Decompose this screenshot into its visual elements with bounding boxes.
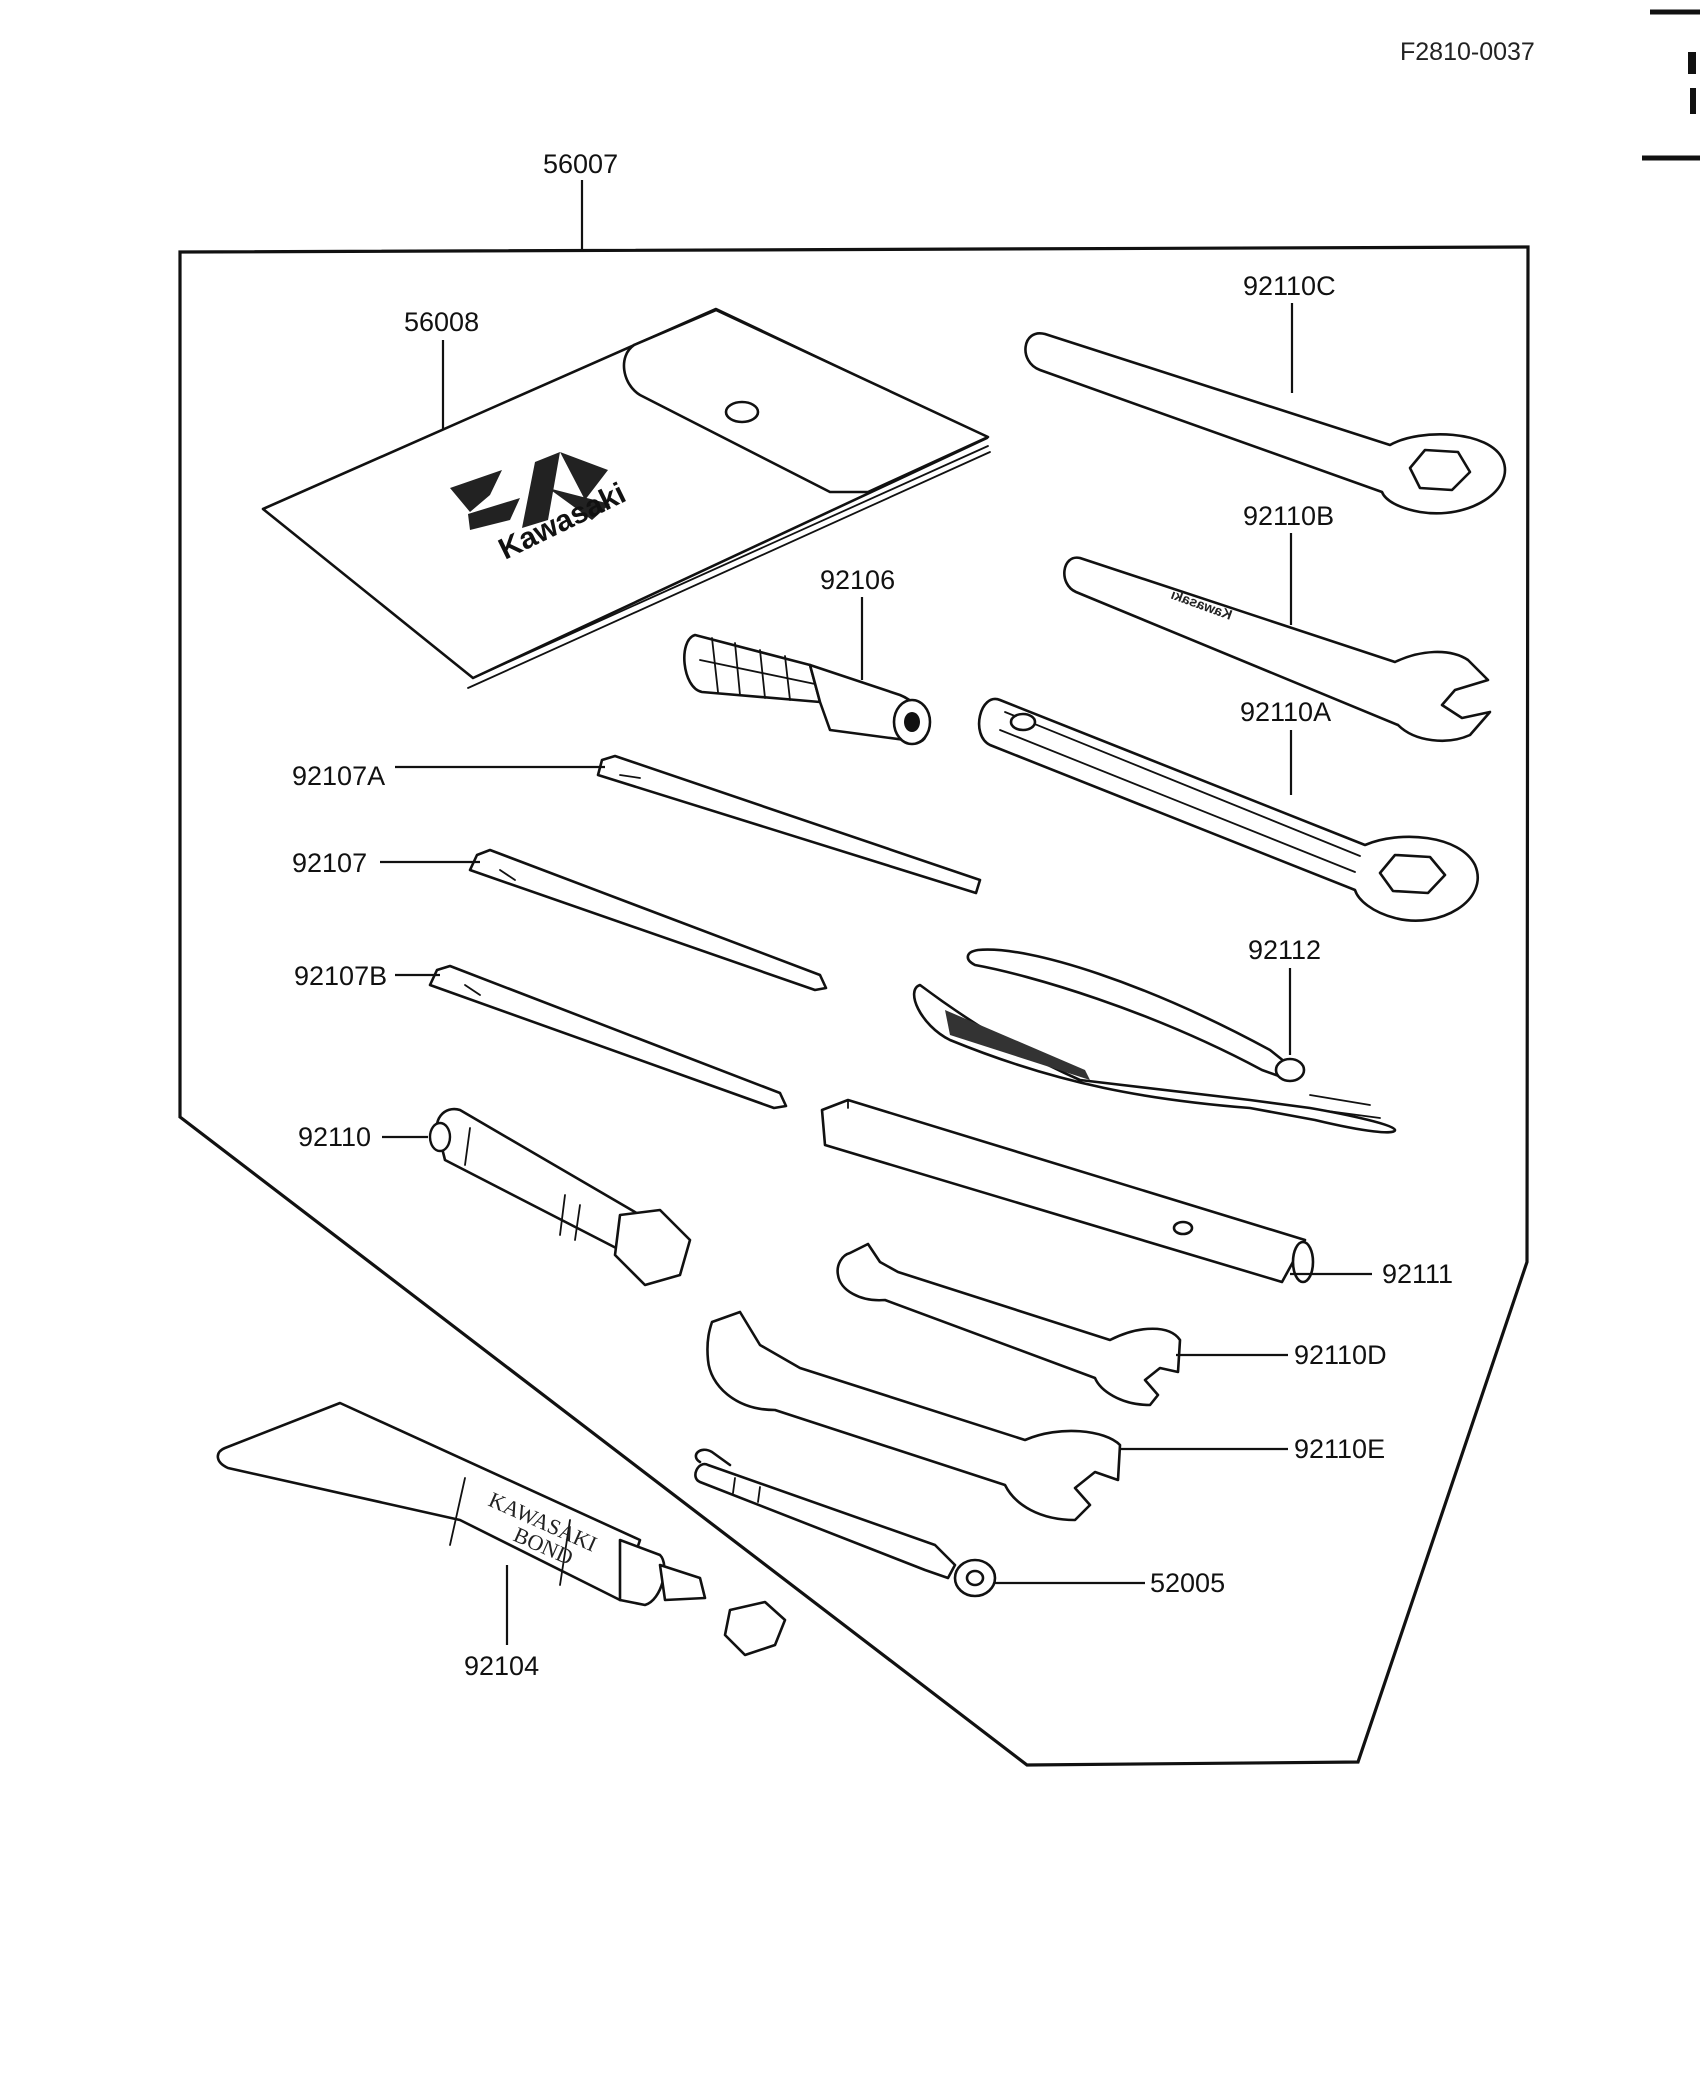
part-label-92106: 92106 bbox=[820, 565, 895, 595]
part-label-92111: 92111 bbox=[1382, 1259, 1453, 1289]
screwdriver-92107a-drawing bbox=[596, 754, 982, 895]
spark-plug-wrench-92110-drawing bbox=[428, 1107, 692, 1287]
screwdriver-92107b-drawing bbox=[428, 964, 788, 1110]
callout-92107a: 92107A bbox=[292, 761, 605, 791]
socket-adapter-92106-drawing bbox=[683, 633, 932, 746]
callout-92107b: 92107B bbox=[294, 961, 440, 991]
document-code: F2810-0037 bbox=[1400, 38, 1535, 66]
part-label-92107: 92107 bbox=[292, 848, 367, 878]
callout-52005: 52005 bbox=[995, 1568, 1225, 1598]
callout-92111: 92111 bbox=[1290, 1259, 1453, 1289]
pliers-92112-drawing bbox=[912, 948, 1397, 1134]
part-label-56008: 56008 bbox=[404, 307, 479, 337]
handle-rod-52005-drawing bbox=[694, 1448, 997, 1598]
callout-92110a: 92110A bbox=[1240, 697, 1331, 795]
part-label-52005: 52005 bbox=[1150, 1568, 1225, 1598]
screwdriver-92107-drawing bbox=[468, 848, 828, 992]
part-label-92110b: 92110B bbox=[1243, 501, 1334, 531]
callout-92110b: 92110B bbox=[1243, 501, 1334, 625]
callout-92107: 92107 bbox=[292, 848, 480, 878]
callout-56008: 56008 bbox=[404, 307, 479, 430]
part-label-56007: 56007 bbox=[543, 149, 618, 179]
kit-frame-outline bbox=[178, 245, 1530, 1767]
part-label-92110c: 92110C bbox=[1243, 271, 1336, 301]
callout-92106: 92106 bbox=[820, 565, 895, 680]
callout-92104: 92104 bbox=[464, 1565, 539, 1681]
double-open-wrench-92110e-drawing bbox=[706, 1310, 1122, 1522]
callout-56007: 56007 bbox=[543, 149, 618, 252]
tool-pouch-drawing: Kawasaki bbox=[261, 307, 991, 689]
callout-92110d: 92110D bbox=[1176, 1340, 1387, 1370]
callout-92110c: 92110C bbox=[1243, 271, 1336, 393]
part-label-92110: 92110 bbox=[298, 1122, 371, 1152]
part-label-92110e: 92110E bbox=[1294, 1434, 1385, 1464]
callout-92110e: 92110E bbox=[1120, 1434, 1385, 1464]
callout-92112: 92112 bbox=[1248, 935, 1321, 1055]
ring-wrench-92110c-drawing bbox=[1024, 332, 1507, 515]
part-label-92110d: 92110D bbox=[1294, 1340, 1387, 1370]
double-open-wrench-92110d-drawing bbox=[836, 1242, 1182, 1407]
extension-bar-92111-drawing bbox=[820, 1098, 1315, 1284]
box-wrench-92110a-drawing bbox=[977, 697, 1479, 922]
part-label-92107a: 92107A bbox=[292, 761, 385, 791]
sealant-tube-92104-drawing: KAWASAKI BOND bbox=[216, 1401, 787, 1657]
part-label-92112: 92112 bbox=[1248, 935, 1321, 965]
part-label-92107b: 92107B bbox=[294, 961, 387, 991]
page-edge-marks bbox=[1642, 9, 1700, 161]
part-label-92110a: 92110A bbox=[1240, 697, 1331, 727]
part-label-92104: 92104 bbox=[464, 1651, 539, 1681]
callout-92110: 92110 bbox=[298, 1122, 428, 1152]
